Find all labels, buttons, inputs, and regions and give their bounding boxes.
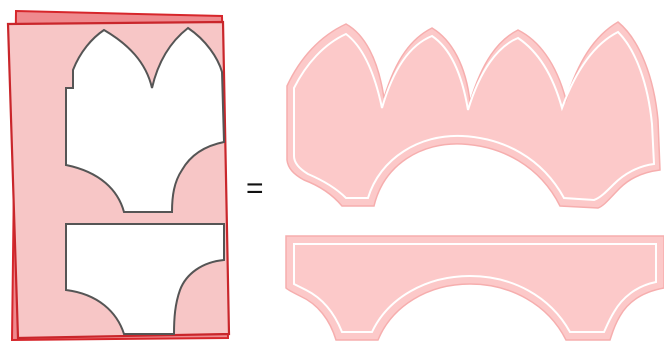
crown-band-shape [286, 21, 661, 209]
crown-template-outline [65, 26, 226, 213]
folded-paper [6, 9, 231, 342]
lower-band-shape [285, 235, 664, 341]
lower-band-inner-line [293, 243, 657, 333]
lower-band-template-outline [65, 223, 225, 335]
lower-band-piece [285, 235, 664, 341]
crown-band-piece [286, 21, 661, 209]
equals-sign: = [246, 172, 264, 205]
crown-band-inner-line [293, 30, 656, 202]
